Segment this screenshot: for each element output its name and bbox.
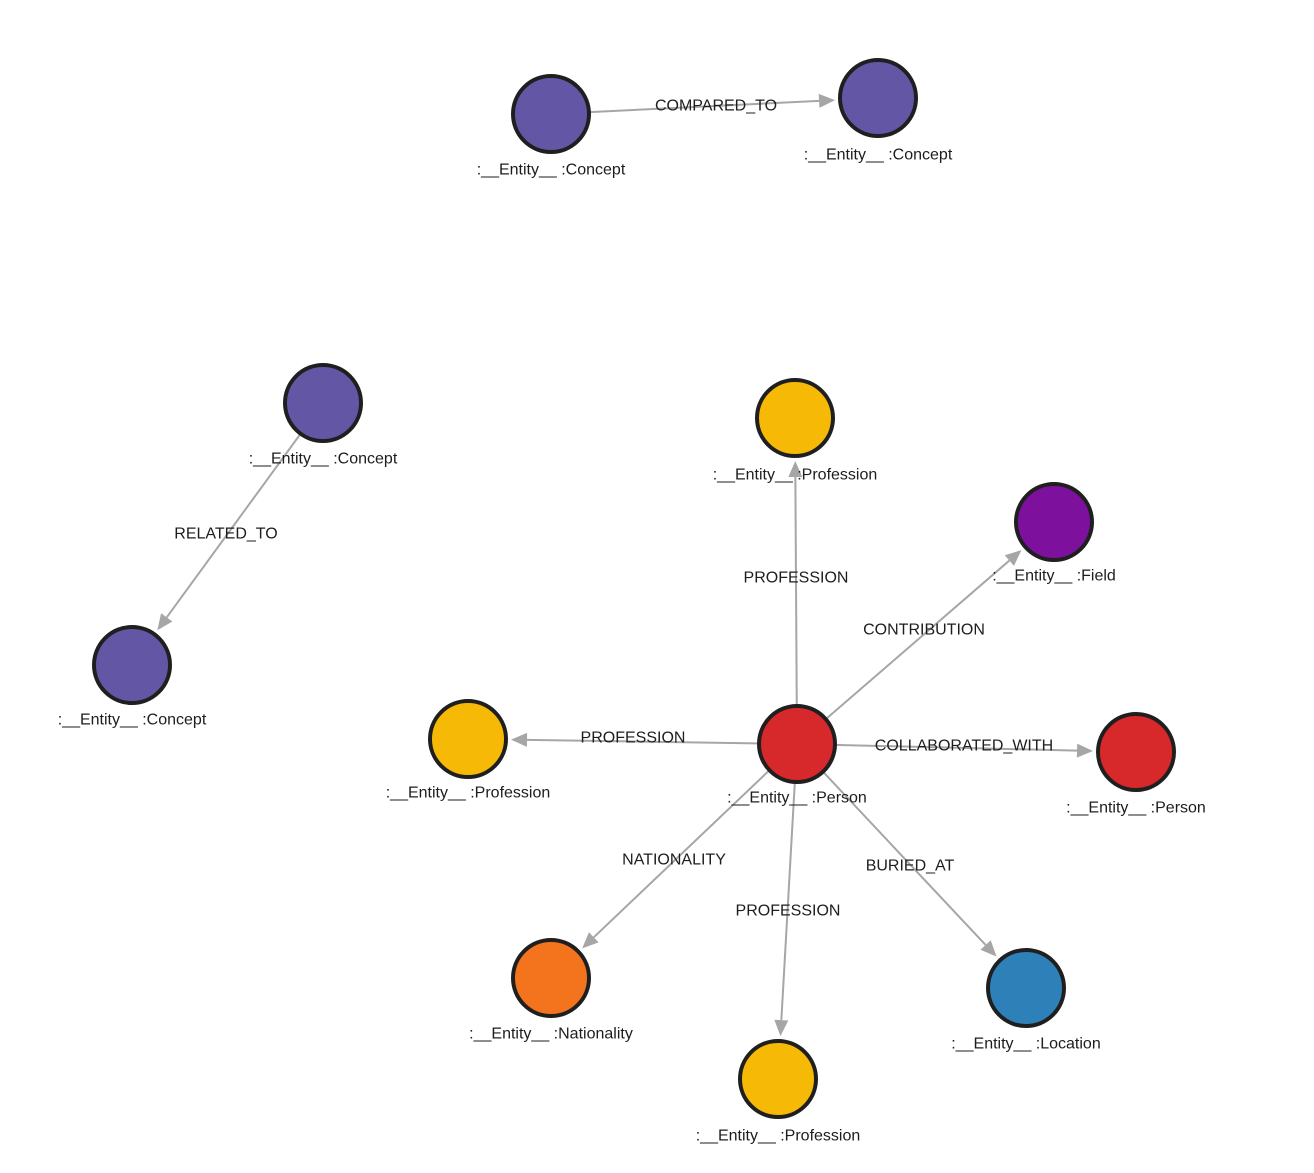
arrowhead-icon (582, 932, 599, 949)
arrowhead-icon (510, 732, 528, 747)
edge-label-profession[interactable]: PROFESSION (736, 903, 841, 920)
node-caption-concept-d: :__Entity__ :Concept (58, 712, 207, 729)
node-caption-profession-top: :__Entity__ :Profession (713, 467, 878, 484)
edge-line-compared_to[interactable] (550, 99, 820, 115)
node-caption-person-main: :__Entity__ :Person (727, 790, 867, 807)
edge-labels-layer: COMPARED_TO RELATED_TO PROFESSION CONTRIBUT… (174, 98, 1053, 920)
node-caption-concept-a: :__Entity__ :Concept (477, 162, 626, 179)
node-person-right[interactable] (1096, 712, 1176, 792)
edge-line-profession[interactable] (526, 738, 798, 745)
edge-line-profession[interactable] (780, 743, 798, 1021)
edge-label-nationality[interactable]: NATIONALITY (622, 852, 726, 869)
node-caption-concept-b: :__Entity__ :Concept (804, 147, 953, 164)
node-caption-profession-bottom: :__Entity__ :Profession (696, 1128, 861, 1145)
node-concept-a[interactable] (511, 74, 591, 154)
node-profession-left[interactable] (428, 699, 508, 779)
arrowhead-icon (1004, 550, 1022, 566)
nodes-layer (92, 58, 1176, 1119)
arrowhead-icon (980, 940, 997, 957)
node-field[interactable] (1014, 482, 1094, 562)
edge-label-profession[interactable]: PROFESSION (744, 570, 849, 587)
node-location[interactable] (986, 948, 1066, 1028)
arrowhead-icon (788, 460, 803, 478)
node-caption-field: :__Entity__ :Field (992, 568, 1116, 585)
edge-line-profession[interactable] (794, 476, 798, 745)
node-captions-layer: :__Entity__ :Concept :__Entity__ :Concept… (58, 147, 1206, 1145)
edge-label-profession[interactable]: PROFESSION (581, 730, 686, 747)
node-concept-b[interactable] (838, 58, 918, 138)
node-caption-location: :__Entity__ :Location (951, 1036, 1100, 1053)
edge-line-buried_at[interactable] (796, 743, 987, 946)
node-concept-d[interactable] (92, 625, 172, 705)
edge-line-related_to[interactable] (165, 402, 324, 618)
edge-label-compared_to[interactable]: COMPARED_TO (655, 98, 777, 115)
arrowhead-icon (774, 1019, 789, 1037)
node-caption-profession-left: :__Entity__ :Profession (386, 785, 551, 802)
node-caption-concept-c: :__Entity__ :Concept (249, 451, 398, 468)
node-caption-nationality: :__Entity__ :Nationality (469, 1026, 633, 1043)
edges-layer (157, 93, 1094, 1037)
edge-line-contribution[interactable] (796, 559, 1011, 745)
node-profession-top[interactable] (755, 378, 835, 458)
edge-label-buried_at[interactable]: BURIED_AT (866, 858, 955, 875)
node-nationality[interactable] (511, 938, 591, 1018)
edge-label-related_to[interactable]: RELATED_TO (174, 526, 277, 543)
arrowhead-icon (818, 93, 836, 108)
node-profession-bottom[interactable] (738, 1039, 818, 1119)
node-person-main[interactable] (757, 704, 837, 784)
edge-label-collaborated_with[interactable]: COLLABORATED_WITH (875, 738, 1053, 755)
edge-label-contribution[interactable]: CONTRIBUTION (863, 622, 985, 639)
arrowhead-icon (1076, 743, 1094, 758)
node-caption-person-right: :__Entity__ :Person (1066, 800, 1206, 817)
node-concept-c[interactable] (283, 363, 363, 443)
edge-line-collaborated_with[interactable] (796, 743, 1078, 752)
arrowhead-icon (157, 613, 173, 631)
edge-line-nationality[interactable] (593, 743, 798, 939)
